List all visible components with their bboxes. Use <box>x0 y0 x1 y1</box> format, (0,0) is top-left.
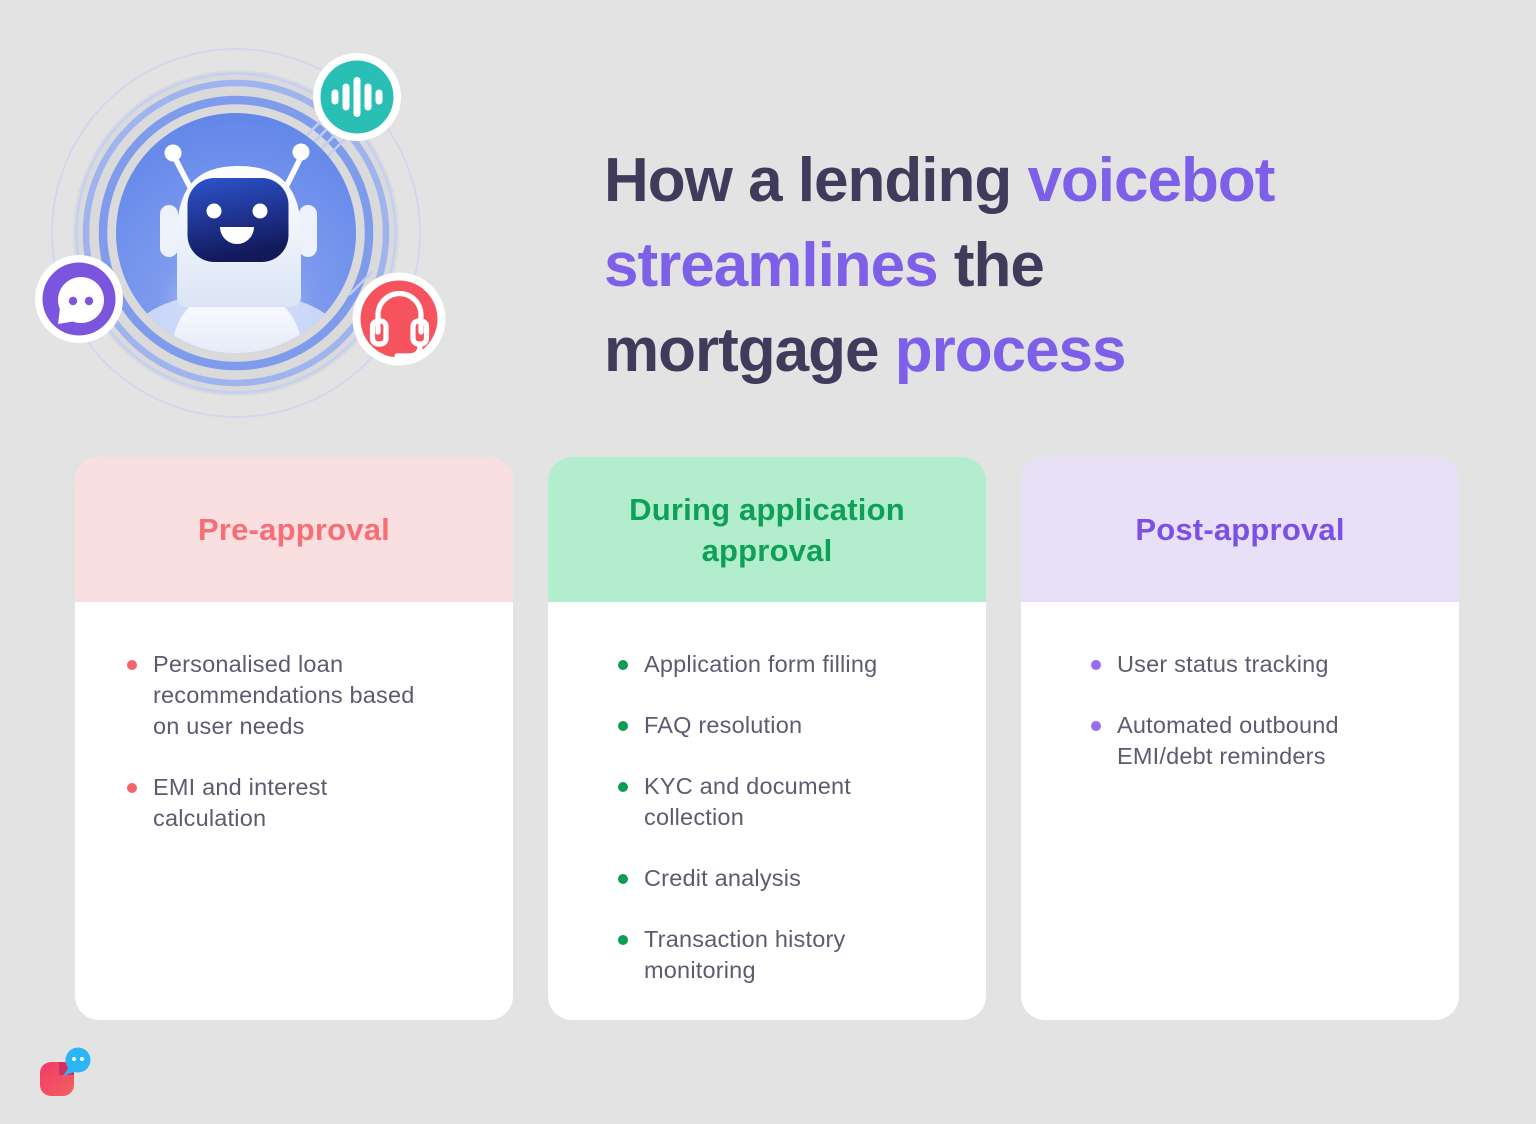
card-during-application-approval: During application approval Application … <box>548 457 986 1020</box>
title-line: mortgage process <box>604 308 1434 393</box>
bullet-item: FAQ resolution <box>618 710 966 741</box>
title-segment: voicebot <box>1027 145 1275 215</box>
outer-faint-ring <box>51 48 421 418</box>
title-segment: mortgage <box>604 315 895 385</box>
card-header: Pre-approval <box>75 457 513 602</box>
bullet-item: EMI and interest calculation <box>127 772 493 834</box>
robot-eye-left <box>206 203 222 219</box>
logo-chat-bubble-icon <box>63 1047 91 1076</box>
robot-mouth <box>220 227 254 244</box>
title-segment: How a lending <box>604 145 1028 215</box>
stage-cards: Pre-approval Personalised loan recommend… <box>75 457 1459 1020</box>
title-segment: the <box>937 230 1045 300</box>
robot <box>136 143 336 353</box>
card-title: During application approval <box>629 491 905 568</box>
card-title: Post-approval <box>1135 512 1345 547</box>
robot-ear-left <box>160 205 178 257</box>
bullet-item: Transaction history monitoring <box>618 924 966 986</box>
robot-face <box>187 178 289 262</box>
title-segment: process <box>894 315 1127 385</box>
card-header: Post-approval <box>1021 457 1459 602</box>
brand-logo <box>40 1047 91 1096</box>
bullet-item: Credit analysis <box>618 863 966 894</box>
voice-wave-badge <box>313 53 401 141</box>
bullet-list: Personalised loan recommendations based … <box>127 649 493 834</box>
card-body: Personalised loan recommendations based … <box>75 602 513 864</box>
title-line: streamlines the <box>604 223 1434 308</box>
title-line: How a lending voicebot <box>604 138 1434 223</box>
bullet-item: Personalised loan recommendations based … <box>127 649 493 742</box>
chat-bubble-icon <box>58 277 104 324</box>
robot-eye-right <box>252 203 268 219</box>
headset-icon <box>369 290 430 359</box>
title-segment: streamlines <box>604 230 939 300</box>
card-title: Pre-approval <box>198 512 390 547</box>
chat-bubble-badge <box>35 255 123 343</box>
concentric-rings <box>75 72 397 394</box>
voice-wave-icon <box>331 77 383 117</box>
headset-badge <box>352 272 446 366</box>
bullet-item: Application form filling <box>618 649 966 680</box>
card-pre-approval: Pre-approval Personalised loan recommend… <box>75 457 513 1020</box>
robot-illustration <box>35 48 446 418</box>
robot-ear-right <box>299 205 317 257</box>
bullet-item: Automated outbound EMI/debt reminders <box>1091 710 1439 772</box>
bullet-item: User status tracking <box>1091 649 1439 680</box>
card-header: During application approval <box>548 457 986 602</box>
bullet-item: KYC and document collection <box>618 771 966 833</box>
